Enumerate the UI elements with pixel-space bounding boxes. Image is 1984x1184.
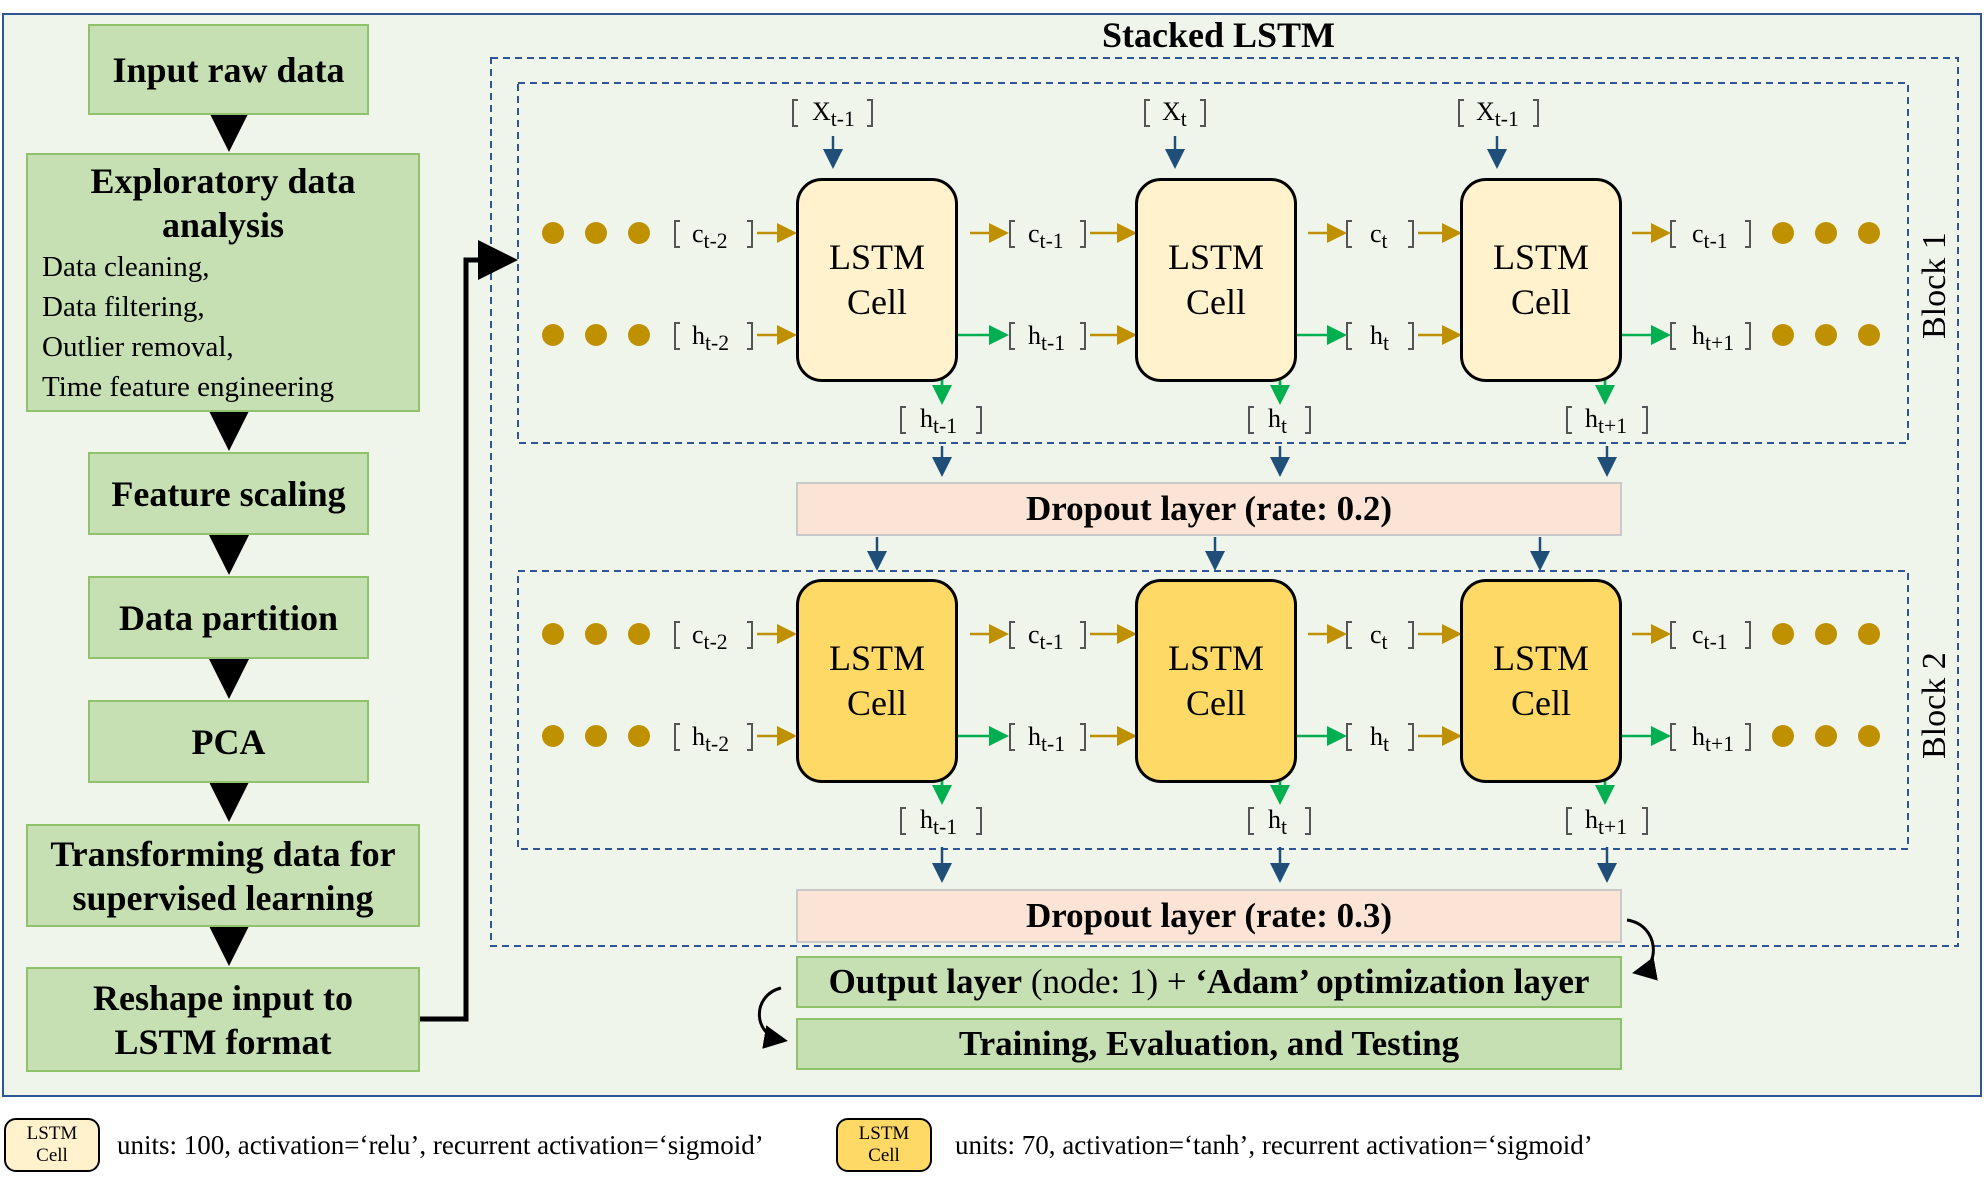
cell-line1: LSTM — [1492, 638, 1589, 678]
label-c-t: ct — [1370, 219, 1388, 254]
legend-light-line1: LSTM — [26, 1123, 78, 1144]
data-partition-step: Data partition — [88, 576, 369, 659]
legend-dark-cell: LSTM Cell — [836, 1118, 932, 1172]
label-c-t-minus-1-right: ct-1 — [1692, 620, 1728, 655]
curve-dropout-to-output — [1626, 918, 1658, 981]
feature-scaling-label: Feature scaling — [111, 473, 346, 514]
cell-line2: Cell — [847, 282, 907, 322]
block1-lstm-cell-2: LSTM Cell — [1135, 178, 1297, 382]
label-x-t: Xt — [1162, 97, 1187, 132]
state-arrows-block1 — [757, 223, 1671, 345]
input-raw-data-label: Input raw data — [112, 49, 345, 90]
label-h-t-out: ht — [1268, 805, 1288, 840]
dropout-layer-1-label: Dropout layer (rate: 0.2) — [1025, 489, 1393, 528]
legend-dark-line1: LSTM — [858, 1123, 910, 1144]
label-x-t-minus-1: Xt-1 — [812, 97, 855, 132]
legend-dark-line2: Cell — [868, 1145, 900, 1166]
eda-item-time-feature: Time feature engineering — [42, 371, 335, 403]
reshape-connector — [417, 240, 518, 1022]
pca-step: PCA — [88, 700, 369, 783]
cell-line2: Cell — [1186, 282, 1246, 322]
block2-label: Block 2 — [1916, 652, 1953, 759]
eda-item-filtering: Data filtering, — [42, 291, 205, 323]
label-c-t-minus-1-right: ct-1 — [1692, 219, 1728, 254]
cell-line1: LSTM — [1167, 237, 1264, 277]
label-h-t-minus-2: ht-2 — [692, 722, 730, 757]
data-partition-label: Data partition — [119, 597, 338, 638]
block1-lstm-cell-3: LSTM Cell — [1460, 178, 1622, 382]
cell-line1: LSTM — [1167, 638, 1264, 678]
dropout-layer-1: Dropout layer (rate: 0.2) — [796, 482, 1622, 536]
reshape-step: Reshape input to LSTM format — [26, 967, 420, 1072]
cell-line2: Cell — [847, 683, 907, 723]
eda-step: Exploratory data analysis Data cleaning,… — [26, 153, 420, 412]
stacked-lstm-outline — [490, 57, 1959, 947]
cell-line1: LSTM — [828, 237, 925, 277]
eda-item-outlier: Outlier removal, — [42, 331, 234, 363]
label-h-t: ht — [1370, 321, 1390, 356]
state-arrows-block2 — [757, 624, 1671, 746]
input-raw-data-step: Input raw data — [88, 24, 369, 115]
legend-light-description: units: 100, activation=‘relu’, recurrent… — [117, 1130, 764, 1160]
label-h-t-minus-1: ht-1 — [1028, 321, 1066, 356]
block2-lstm-cell-3: LSTM Cell — [1460, 579, 1622, 783]
label-h-t-plus-1-out: ht+1 — [1585, 805, 1628, 840]
label-h-t-minus-2: ht-2 — [692, 321, 730, 356]
input-arrows — [823, 136, 1617, 883]
output-layer-label: Output layer — [828, 962, 1023, 1001]
dropout-layer-2-label: Dropout layer (rate: 0.3) — [1025, 896, 1393, 935]
label-c-t-minus-2: ct-2 — [692, 219, 728, 254]
label-h-t-minus-1: ht-1 — [1028, 722, 1066, 757]
label-h-t-out: ht — [1268, 404, 1288, 439]
label-h-t: ht — [1370, 722, 1390, 757]
label-brackets — [674, 99, 1751, 835]
eda-item-cleaning: Data cleaning, — [42, 251, 210, 283]
cell-line2: Cell — [1511, 282, 1571, 322]
legend-light-line2: Cell — [36, 1145, 68, 1166]
output-layer-box: Output layer (node: 1) + ‘Adam’ optimiza… — [796, 956, 1622, 1008]
label-c-t: ct — [1370, 620, 1388, 655]
label-h-t-plus-1-out: ht+1 — [1585, 404, 1628, 439]
block1-label: Block 1 — [1916, 232, 1953, 339]
legend-light-cell: LSTM Cell — [4, 1118, 100, 1172]
label-h-t-minus-1-out: ht-1 — [920, 805, 958, 840]
cell-line2: Cell — [1511, 683, 1571, 723]
pca-label: PCA — [191, 721, 266, 762]
cell-line2: Cell — [1186, 683, 1246, 723]
ellipsis-dots — [542, 222, 1880, 747]
training-box: Training, Evaluation, and Testing — [796, 1018, 1622, 1070]
cell-line1: LSTM — [1492, 237, 1589, 277]
block1-lstm-cell-1: LSTM Cell — [796, 178, 958, 382]
adam-label: ‘Adam’ optimization layer — [1195, 962, 1590, 1001]
legend-dark-description: units: 70, activation=‘tanh’, recurrent … — [955, 1130, 1593, 1160]
cell-line1: LSTM — [828, 638, 925, 678]
transforming-label: Transforming data for supervised learnin… — [50, 833, 396, 918]
block2-lstm-cell-2: LSTM Cell — [1135, 579, 1297, 783]
label-h-t-plus-1-right: ht+1 — [1692, 722, 1735, 757]
label-h-t-minus-1-out: ht-1 — [920, 404, 958, 439]
block2-lstm-cell-1: LSTM Cell — [796, 579, 958, 783]
label-c-t-minus-1: ct-1 — [1028, 219, 1064, 254]
curve-output-to-training — [758, 986, 788, 1049]
feature-scaling-step: Feature scaling — [88, 452, 369, 535]
label-c-t-minus-1: ct-1 — [1028, 620, 1064, 655]
label-h-t-plus-1-right: ht+1 — [1692, 321, 1735, 356]
transforming-step: Transforming data for supervised learnin… — [26, 824, 420, 927]
block2-outline — [517, 570, 1909, 850]
eda-title: Exploratory data analysis — [90, 161, 356, 245]
output-node-label: (node: 1) + — [1022, 962, 1196, 1001]
dropout-layer-2: Dropout layer (rate: 0.3) — [796, 889, 1622, 943]
training-label: Training, Evaluation, and Testing — [958, 1024, 1460, 1063]
label-x-t-minus-1-b: Xt-1 — [1476, 97, 1519, 132]
label-c-t-minus-2: ct-2 — [692, 620, 728, 655]
stacked-lstm-title: Stacked LSTM — [1102, 15, 1336, 55]
reshape-label: Reshape input to LSTM format — [92, 977, 354, 1062]
